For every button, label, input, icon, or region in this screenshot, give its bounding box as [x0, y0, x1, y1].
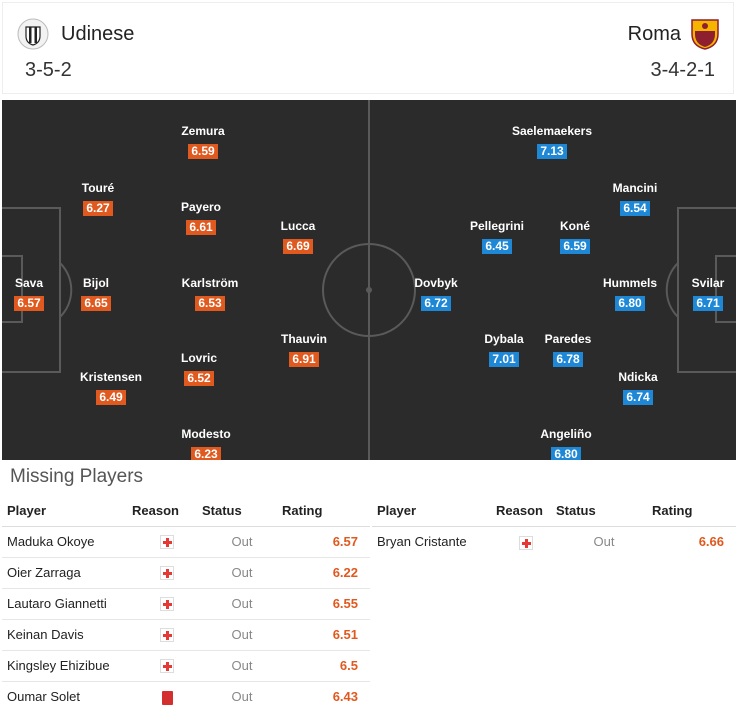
away-player[interactable]: Saelemaekers 7.13 — [511, 124, 593, 159]
away-missing-table: Player Reason Status Rating Bryan Crista… — [372, 496, 736, 557]
column-header-player: Player — [2, 496, 132, 527]
home-player[interactable]: Kristensen 6.49 — [79, 370, 143, 405]
home-player[interactable]: Bijol 6.65 — [81, 276, 111, 311]
away-player[interactable]: Svilar 6.71 — [691, 276, 725, 311]
table-row[interactable]: Lautaro Giannetti Out 6.55 — [2, 588, 370, 620]
home-team[interactable]: Udinese — [17, 17, 134, 51]
injury-icon — [160, 566, 174, 581]
home-player[interactable]: Zemura 6.59 — [181, 124, 225, 159]
away-player[interactable]: Ndicka 6.74 — [618, 370, 658, 405]
udinese-crest-icon — [17, 18, 49, 50]
injury-icon — [160, 628, 174, 643]
away-team-name: Roma — [627, 22, 681, 45]
away-player[interactable]: Paredes 6.78 — [544, 332, 592, 367]
home-player[interactable]: Modesto 6.23 — [181, 427, 231, 460]
pitch: Sava 6.57 Touré 6.27 Bijol 6.65 Kristens… — [2, 100, 736, 460]
table-row[interactable]: Maduka Okoye Out 6.57 — [2, 526, 370, 558]
injury-icon — [160, 535, 174, 550]
column-header-rating: Rating — [652, 496, 736, 527]
injury-icon — [160, 659, 174, 674]
pitch-markings — [2, 100, 736, 460]
away-player[interactable]: Dovbyk 6.72 — [414, 276, 458, 311]
match-header: Udinese 3-5-2 Roma 3-4-2-1 — [2, 2, 734, 94]
away-player[interactable]: Pellegrini 6.45 — [469, 219, 525, 254]
home-player[interactable]: Touré 6.27 — [81, 181, 115, 216]
away-player[interactable]: Mancini 6.54 — [612, 181, 658, 216]
away-player[interactable]: Angeliño 6.80 — [540, 427, 592, 460]
home-player[interactable]: Lucca 6.69 — [280, 219, 316, 254]
away-player[interactable]: Hummels 6.80 — [602, 276, 658, 311]
home-player[interactable]: Sava 6.57 — [14, 276, 44, 311]
table-row[interactable]: Oier Zarraga Out 6.22 — [2, 557, 370, 589]
home-player[interactable]: Thauvin 6.91 — [280, 332, 327, 367]
injury-icon — [160, 597, 174, 612]
column-header-player: Player — [372, 496, 496, 527]
table-row[interactable]: Oumar Solet Out 6.43 — [7, 689, 358, 705]
away-formation: 3-4-2-1 — [650, 59, 715, 81]
table-row[interactable]: Bryan Cristante Out 6.66 — [377, 534, 724, 550]
home-formation: 3-5-2 — [25, 59, 72, 81]
column-header-status: Status — [202, 496, 282, 527]
column-header-rating: Rating — [282, 496, 370, 527]
home-player[interactable]: Payero 6.61 — [180, 200, 222, 235]
away-team[interactable]: Roma — [628, 17, 721, 51]
home-player[interactable]: Karlström 6.53 — [181, 276, 239, 311]
roma-crest-icon — [691, 19, 719, 50]
home-player[interactable]: Lovric 6.52 — [180, 351, 217, 386]
column-header-status: Status — [556, 496, 652, 527]
injury-icon — [519, 535, 533, 550]
home-team-name: Udinese — [61, 22, 135, 45]
away-player[interactable]: Koné 6.59 — [560, 219, 590, 254]
table-row[interactable]: Kingsley Ehizibue Out 6.5 — [2, 650, 370, 682]
column-header-reason: Reason — [132, 496, 202, 527]
red-card-icon — [161, 690, 173, 705]
home-missing-table: Player Reason Status Rating Maduka Okoye… — [2, 496, 370, 710]
away-player[interactable]: Dybala 7.01 — [484, 332, 524, 367]
missing-players-title: Missing Players — [10, 466, 144, 487]
column-header-reason: Reason — [496, 496, 556, 527]
table-row[interactable]: Keinan Davis Out 6.51 — [2, 619, 370, 651]
